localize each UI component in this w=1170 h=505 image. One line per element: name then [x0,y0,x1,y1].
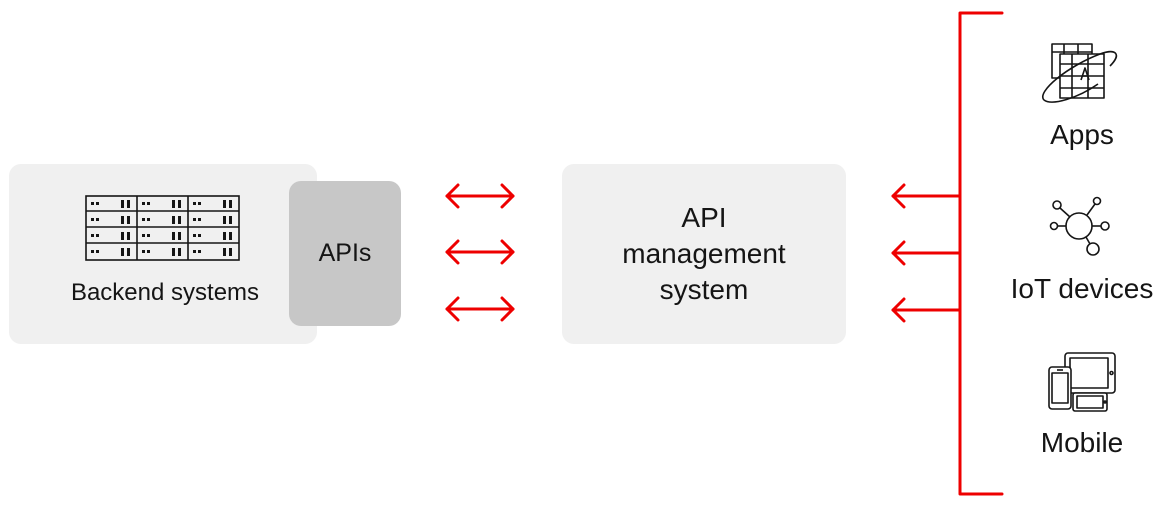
backend-systems-label: Backend systems [70,279,260,306]
apis-panel: APIs [289,181,401,326]
api-management-system-panel: API management system [562,164,846,344]
label-line: management [622,238,786,270]
apis-label: APIs [318,239,372,267]
bidirectional-arrow-icon [445,239,515,265]
bidirectional-arrow-icon [445,296,515,322]
api-management-system-label: API management system [622,200,785,307]
apps-label: Apps [1050,119,1114,150]
mobile-label: Mobile [1040,427,1124,458]
iot-devices-label: IoT devices [1010,273,1154,304]
iot-devices-icon [1049,196,1110,256]
server-rack-icon [85,195,240,261]
mobile-devices-icon [1048,352,1116,412]
backend-systems-panel [9,164,317,344]
bidirectional-arrow-icon [445,183,515,209]
apps-icon [1041,43,1118,103]
label-line: API [681,202,727,234]
label-line: system [659,273,749,305]
